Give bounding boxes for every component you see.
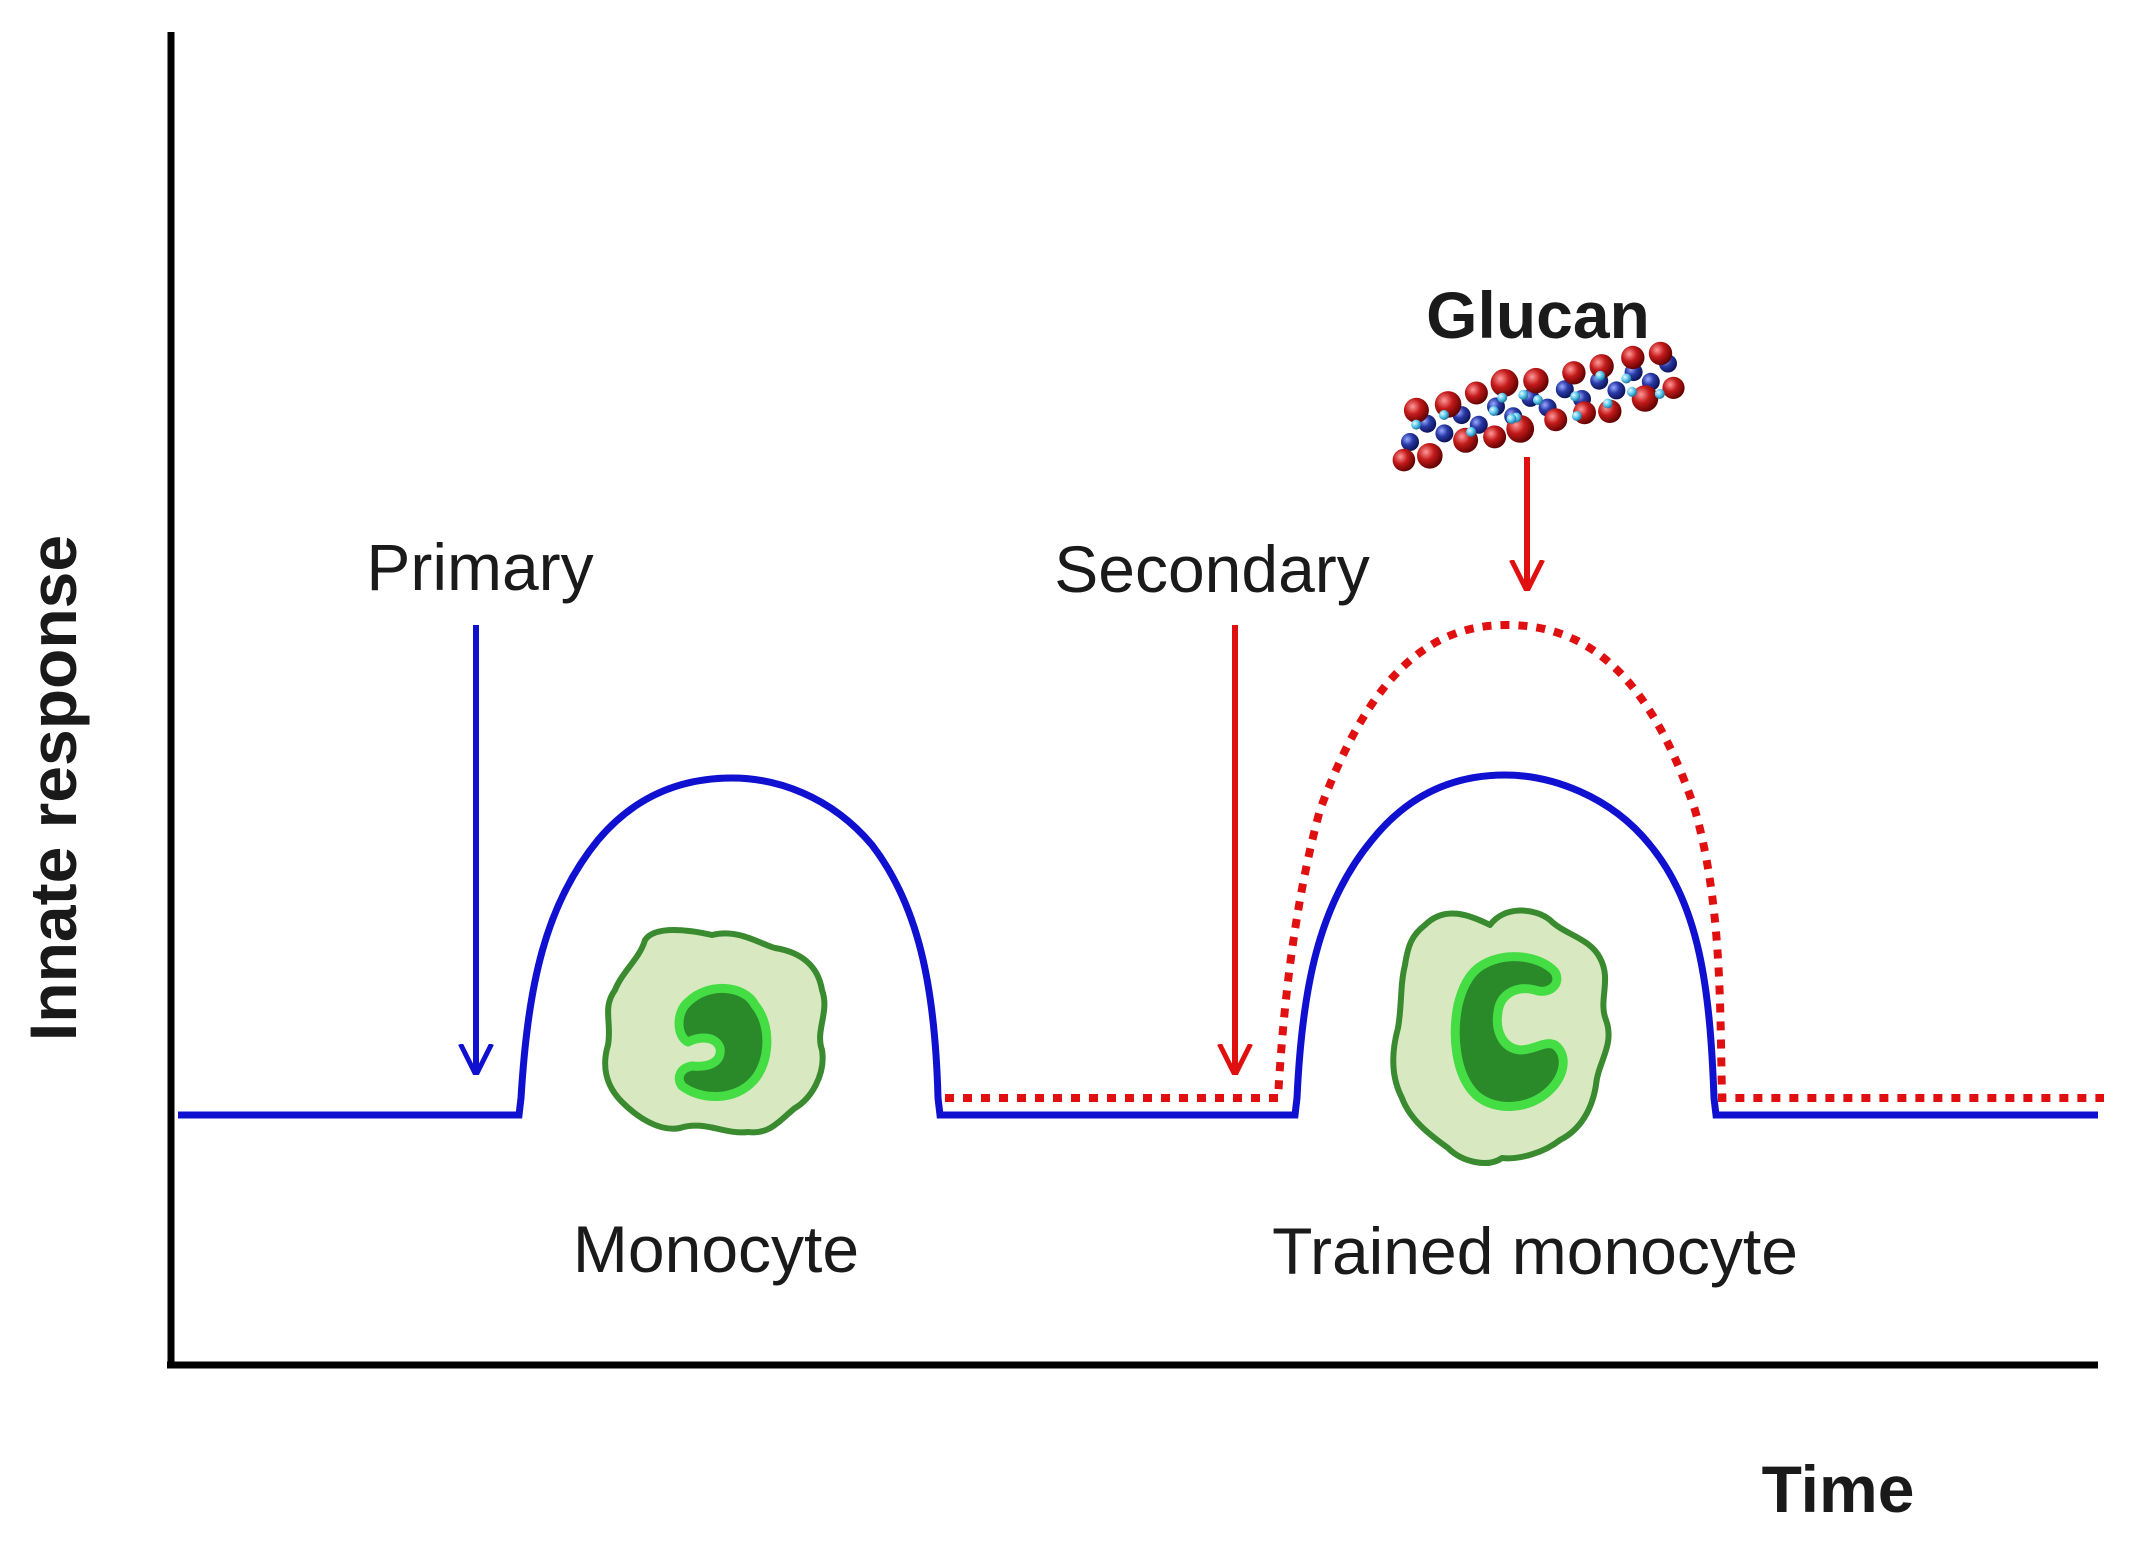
molecule-atom bbox=[1506, 413, 1517, 424]
molecule-atom bbox=[1589, 354, 1614, 379]
molecule-atom bbox=[1401, 433, 1419, 451]
y-axis-label: Innate response bbox=[16, 535, 90, 1041]
molecule-atom bbox=[1439, 410, 1449, 420]
molecule-atom bbox=[1631, 385, 1659, 412]
molecule-atom bbox=[1595, 370, 1606, 381]
monocyte-label: Monocyte bbox=[573, 1212, 859, 1286]
secondary-label: Secondary bbox=[1054, 532, 1370, 606]
molecule-atom bbox=[1435, 424, 1454, 443]
molecule-atom bbox=[1602, 398, 1613, 409]
trained-monocyte-cell-icon bbox=[1390, 907, 1612, 1166]
molecule-atom bbox=[1562, 361, 1586, 385]
molecule-atom bbox=[1483, 425, 1507, 449]
primary-label: Primary bbox=[366, 530, 593, 604]
molecule-atom bbox=[1571, 411, 1582, 421]
glucan-label: Glucan bbox=[1426, 278, 1650, 352]
molecule-atom bbox=[1490, 369, 1519, 397]
molecule-atom bbox=[1403, 397, 1429, 423]
molecule-atom bbox=[1621, 373, 1632, 384]
molecule-atom bbox=[1417, 443, 1443, 469]
molecule-atom bbox=[1411, 419, 1422, 430]
molecule-atom bbox=[1466, 426, 1477, 437]
molecule-atom bbox=[1555, 380, 1574, 399]
molecule-atom bbox=[1497, 392, 1508, 403]
molecule-atom bbox=[1464, 381, 1488, 405]
x-axis-label: Time bbox=[1762, 1452, 1915, 1526]
molecule-atom bbox=[1518, 389, 1529, 400]
molecule-atom bbox=[1662, 376, 1685, 399]
molecule-atom bbox=[1648, 341, 1673, 366]
molecule-atom bbox=[1488, 406, 1499, 416]
molecule-atom bbox=[1654, 388, 1665, 399]
molecule-atom bbox=[1607, 381, 1626, 400]
trained-monocyte-label: Trained monocyte bbox=[1272, 1214, 1798, 1288]
monocyte-cell-icon bbox=[602, 927, 828, 1136]
molecule-atom bbox=[1532, 395, 1543, 405]
molecule-atom bbox=[1523, 367, 1549, 394]
molecule-atom bbox=[1570, 391, 1581, 402]
baseline-response-curve bbox=[178, 771, 2098, 1119]
molecule-atom bbox=[1392, 448, 1416, 472]
glucan-molecule-icon bbox=[1392, 341, 1685, 472]
molecule-atom bbox=[1544, 408, 1568, 432]
trained-response-curve bbox=[945, 620, 2104, 1102]
molecule-atom bbox=[1627, 386, 1637, 397]
molecule-atom bbox=[1621, 345, 1645, 370]
